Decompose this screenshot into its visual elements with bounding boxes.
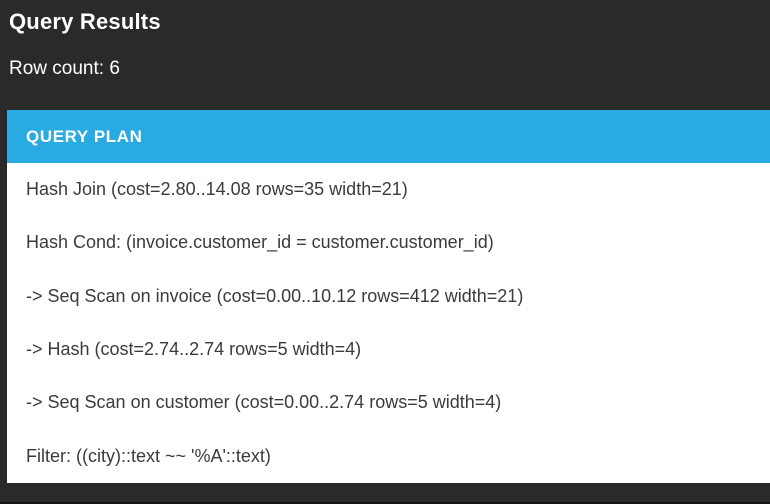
table-row: -> Seq Scan on customer (cost=0.00..2.74… — [26, 392, 502, 413]
query-plan-column-header: QUERY PLAN — [7, 110, 770, 163]
query-plan-table: QUERY PLAN Hash Join (cost=2.80..14.08 r… — [7, 110, 770, 483]
table-row: -> Seq Scan on invoice (cost=0.00..10.12… — [26, 285, 524, 306]
table-row: Hash Join (cost=2.80..14.08 rows=35 widt… — [26, 179, 408, 200]
row-count-label: Row count: 6 — [9, 58, 120, 79]
panel-title: Query Results — [9, 9, 161, 34]
table-row: -> Hash (cost=2.74..2.74 rows=5 width=4) — [26, 339, 362, 360]
table-row: Filter: ((city)::text ~~ '%A'::text) — [26, 445, 271, 466]
query-plan-table-body: Hash Join (cost=2.80..14.08 rows=35 widt… — [7, 163, 770, 483]
table-row: Hash Cond: (invoice.customer_id = custom… — [26, 232, 494, 253]
